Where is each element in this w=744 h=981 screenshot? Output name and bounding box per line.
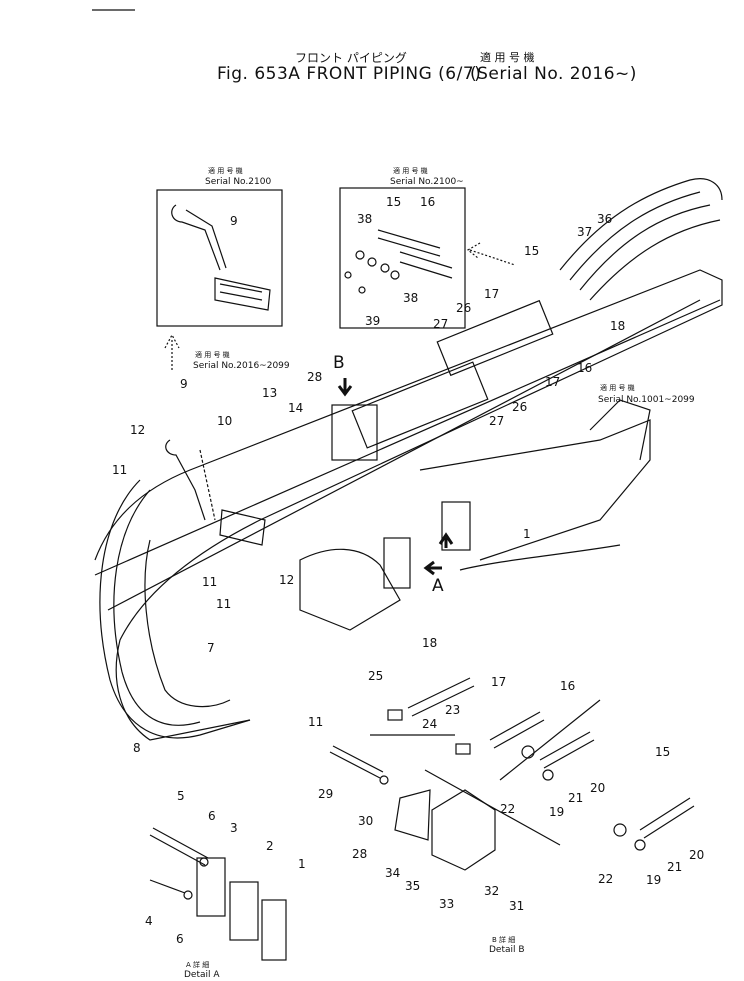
callout-18-exploded: 18 xyxy=(422,636,438,650)
callout-24: 24 xyxy=(422,717,438,731)
callout-8: 8 xyxy=(133,741,141,755)
callout-6-lower: 6 xyxy=(176,932,184,946)
callout-30: 30 xyxy=(358,814,374,828)
inset-box-right xyxy=(339,187,466,329)
view-marker-a: A xyxy=(432,576,444,596)
callout-15-exploded: 15 xyxy=(655,745,671,759)
callout-13: 13 xyxy=(262,386,278,400)
callout-10: 10 xyxy=(217,414,233,428)
inset-left-serial-jp: 適 用 号 機 xyxy=(208,167,243,175)
inset-left-serial: Serial No.2100 xyxy=(205,177,272,187)
callout-38-lower: 38 xyxy=(403,291,419,305)
callout-9-inset: 9 xyxy=(230,214,238,228)
inset-lower-right-serial-jp: 適 用 号 機 xyxy=(600,384,635,392)
callout-11-lower: 11 xyxy=(216,597,232,611)
hose-17 xyxy=(489,711,545,749)
callout-39: 39 xyxy=(365,314,381,328)
callout-20-mid: 20 xyxy=(590,781,606,795)
callout-12-lower: 12 xyxy=(279,573,295,587)
inset-lower-right-serial: Serial No.1001~2099 xyxy=(598,395,695,405)
boom-outline xyxy=(94,269,723,741)
callout-2: 2 xyxy=(266,839,274,853)
callout-19-lower: 19 xyxy=(646,873,662,887)
callout-35: 35 xyxy=(405,879,421,893)
title-japanese: フロント パイピング xyxy=(295,51,407,65)
inset-lower-left-serial: Serial No.2016~2099 xyxy=(193,361,290,371)
hose-18 xyxy=(407,677,475,717)
inset-lower-left-serial-jp: 適 用 号 機 xyxy=(195,351,230,359)
callout-1-detail: 1 xyxy=(298,857,306,871)
callout-11-bottom: 11 xyxy=(308,715,324,729)
callout-15-main: 15 xyxy=(524,244,540,258)
callout-38-top: 38 xyxy=(357,212,373,226)
callout-27-top: 27 xyxy=(433,317,449,331)
callout-22-lower: 22 xyxy=(598,872,614,886)
callout-33: 33 xyxy=(439,897,455,911)
callout-17-exploded: 17 xyxy=(491,675,507,689)
callout-23: 23 xyxy=(445,703,461,717)
callout-26-top: 26 xyxy=(456,301,472,315)
inset-right-serial: Serial No.2100~ xyxy=(390,177,464,187)
view-marker-b: B xyxy=(333,353,345,373)
callout-36: 36 xyxy=(597,212,613,226)
serial-range: (Serial No. 2016~) xyxy=(470,64,637,84)
callout-32: 32 xyxy=(484,884,500,898)
callout-34: 34 xyxy=(385,866,401,880)
callout-17-top: 17 xyxy=(484,287,500,301)
inset-box-left xyxy=(156,189,283,327)
callout-11-mid: 11 xyxy=(202,575,218,589)
callout-7: 7 xyxy=(207,641,215,655)
callout-16-top: 16 xyxy=(577,361,593,375)
detail-b-caption-jp: B 詳 細 xyxy=(492,936,516,944)
callout-20-lower: 20 xyxy=(689,848,705,862)
callout-16-inset: 16 xyxy=(420,195,436,209)
inset-right-serial-jp: 適 用 号 機 xyxy=(393,167,428,175)
callout-27-mid: 27 xyxy=(489,414,505,428)
callout-14: 14 xyxy=(288,401,304,415)
callout-22-mid: 22 xyxy=(500,802,516,816)
serial-label-japanese: 適 用 号 機 xyxy=(480,51,535,64)
callout-12-upper: 12 xyxy=(130,423,146,437)
callout-19-mid: 19 xyxy=(549,805,565,819)
hose-16 xyxy=(539,731,595,769)
callout-4: 4 xyxy=(145,914,153,928)
callout-11-upper: 11 xyxy=(112,463,128,477)
figure-title: Fig. 653A FRONT PIPING (6/7) xyxy=(217,64,482,84)
callout-28-exploded: 28 xyxy=(352,847,368,861)
callout-18-top: 18 xyxy=(610,319,626,333)
callout-26-mid: 26 xyxy=(512,400,528,414)
callout-9-main: 9 xyxy=(180,377,188,391)
callout-37: 37 xyxy=(577,225,593,239)
callout-5: 5 xyxy=(177,789,185,803)
callout-21-lower: 21 xyxy=(667,860,683,874)
hose-15 xyxy=(639,797,695,839)
callout-1-main: 1 xyxy=(523,527,531,541)
callout-31: 31 xyxy=(509,899,525,913)
detail-a-caption: Detail A xyxy=(184,970,220,980)
callout-21-mid: 21 xyxy=(568,791,584,805)
callout-29: 29 xyxy=(318,787,334,801)
callout-15-inset: 15 xyxy=(386,195,402,209)
detail-b-caption: Detail B xyxy=(489,945,525,955)
callout-25: 25 xyxy=(368,669,384,683)
callout-3: 3 xyxy=(230,821,238,835)
callout-17-mid: 17 xyxy=(545,375,561,389)
detail-a-caption-jp: A 詳 細 xyxy=(186,961,210,969)
callout-16-exploded: 16 xyxy=(560,679,576,693)
callout-28-main: 28 xyxy=(307,370,323,384)
callout-6-upper: 6 xyxy=(208,809,216,823)
